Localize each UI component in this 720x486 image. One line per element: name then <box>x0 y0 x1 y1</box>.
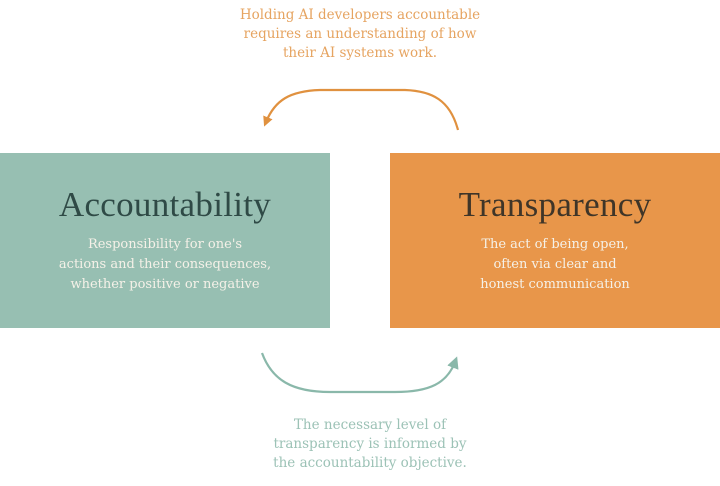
top-caption-line: their AI systems work. <box>282 45 438 61</box>
bottom-caption-line: the accountability objective. <box>273 455 467 471</box>
transparency-description-line: The act of being open, <box>481 237 629 252</box>
transparency-title: Transparency <box>458 185 652 224</box>
accountability-description-line: Responsibility for one's <box>87 237 243 252</box>
accountability-description-line: whether positive or negative <box>70 277 260 292</box>
bottom-caption-line: The necessary level of <box>293 417 447 433</box>
accountability-description-line: actions and their consequences, <box>58 257 272 272</box>
bottom-caption: The necessary level of transparency is i… <box>220 416 520 473</box>
transparency-description-line: honest communication <box>480 277 630 292</box>
arrow-transparency-to-accountability <box>263 88 460 131</box>
transparency-box: Transparency The act of being open, ofte… <box>390 153 720 328</box>
top-caption-line: Holding AI developers accountable <box>239 7 481 23</box>
bottom-caption-line: transparency is informed by <box>273 436 467 452</box>
top-caption: Holding AI developers accountable requir… <box>200 6 520 63</box>
accountability-box: Accountability Responsibility for one's … <box>0 153 330 328</box>
transparency-description-line: often via clear and <box>493 257 617 272</box>
accountability-title: Accountability <box>58 185 272 224</box>
transparency-description: The act of being open, often via clear a… <box>390 235 720 295</box>
top-caption-line: requires an understanding of how <box>243 26 477 42</box>
arrow-accountability-to-transparency <box>260 352 459 394</box>
accountability-description: Responsibility for one's actions and the… <box>0 235 330 295</box>
